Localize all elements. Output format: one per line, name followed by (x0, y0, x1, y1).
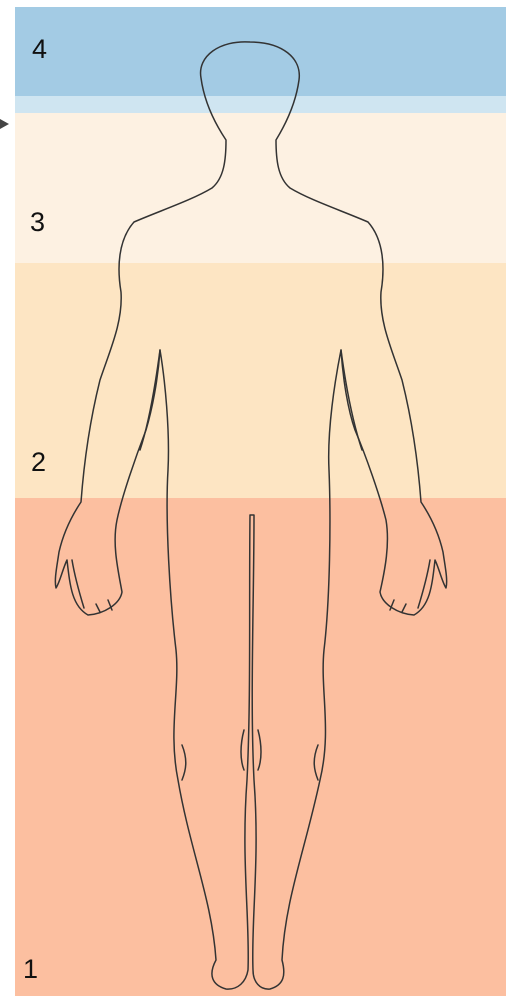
zone-label-3: 3 (30, 209, 45, 236)
left-inner-arm-line (140, 350, 160, 450)
right-knee-line (314, 745, 318, 780)
left-knee-line (182, 745, 186, 780)
left-hand-fingers (72, 560, 112, 612)
inner-knee-right (258, 730, 261, 770)
arrow-right-icon (0, 119, 9, 129)
body-outline-path (55, 42, 446, 989)
right-hand-fingers (390, 560, 430, 612)
zone-label-1: 1 (23, 956, 38, 983)
inner-knee-left (241, 730, 244, 770)
zone-label-2: 2 (31, 449, 46, 476)
right-inner-arm-line (341, 350, 362, 450)
zone-label-4: 4 (32, 36, 47, 63)
